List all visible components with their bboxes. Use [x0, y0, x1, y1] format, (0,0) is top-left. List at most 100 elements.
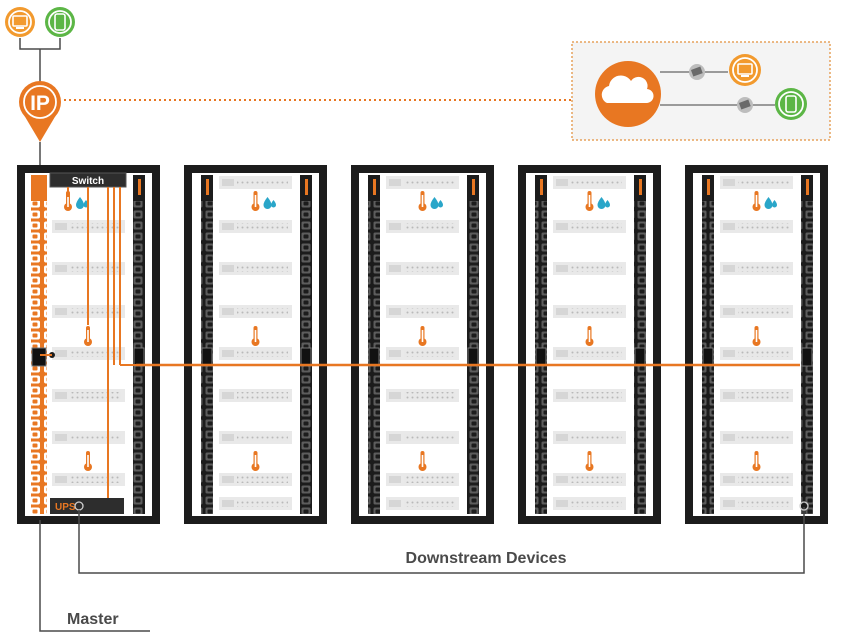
server-unit: [553, 305, 626, 318]
humidity-icon: [764, 197, 777, 209]
client-devices: [5, 7, 75, 84]
downstream-label: Downstream Devices: [406, 550, 567, 567]
server-unit: [553, 347, 626, 360]
pdu-indicator: [138, 179, 141, 195]
server-unit: [52, 347, 125, 360]
server-unit: [219, 220, 292, 233]
switch-label: Switch: [72, 176, 104, 187]
humidity-icon: [597, 197, 610, 209]
switch-cables: [40, 187, 136, 505]
server-unit: [553, 389, 626, 402]
thermometer-icon: [752, 326, 761, 346]
pdu-indicator: [37, 179, 40, 195]
pdu-controller: [702, 347, 714, 367]
cloud-panel: [571, 41, 831, 141]
server-unit: [386, 473, 459, 486]
thermometer-icon: [585, 191, 594, 211]
pdu-controller: [31, 347, 47, 367]
server-unit: [219, 431, 292, 444]
thermometer-icon: [418, 326, 427, 346]
server-unit: [52, 473, 125, 486]
rack-downstream: [685, 165, 828, 524]
port-icon: [799, 501, 809, 511]
pdu-indicator: [305, 179, 308, 195]
ups-unit: UPS: [50, 498, 124, 514]
pdu-controller: [201, 347, 213, 367]
pdu-indicator: [540, 179, 543, 195]
server-unit: [386, 220, 459, 233]
thermometer-icon: [251, 326, 260, 346]
pdu-indicator: [639, 179, 642, 195]
server-unit: [553, 431, 626, 444]
thermometer-icon: [585, 451, 594, 471]
pdu-left: [201, 175, 213, 514]
server-unit: [720, 389, 793, 402]
rack-downstream: [518, 165, 661, 524]
pdu-indicator: [707, 179, 710, 195]
pdu-left: [702, 175, 714, 514]
pdu-indicator: [806, 179, 809, 195]
monitor-icon[interactable]: [5, 7, 35, 37]
server-unit: [720, 176, 793, 189]
pdu-indicator: [472, 179, 475, 195]
gateway-icon: [689, 64, 705, 80]
pdu-right: [467, 175, 479, 514]
server-unit: [219, 389, 292, 402]
server-unit: [553, 262, 626, 275]
humidity-icon: [430, 197, 443, 209]
server-unit: [553, 220, 626, 233]
tablet-icon[interactable]: [45, 7, 75, 37]
cloud-icon: [595, 61, 661, 127]
ip-label: IP: [30, 92, 50, 115]
server-unit: [219, 305, 292, 318]
pdu-controller: [801, 347, 813, 367]
server-unit: [219, 347, 292, 360]
thermometer-icon: [752, 451, 761, 471]
server-unit: [720, 497, 793, 510]
ups-label: UPS: [55, 502, 76, 513]
server-unit: [553, 497, 626, 510]
pdu-right: [801, 175, 813, 514]
gateway-icon: [737, 97, 753, 113]
tablet-icon[interactable]: [775, 88, 807, 120]
server-unit: [219, 497, 292, 510]
ip-pin: IP: [19, 81, 61, 165]
server-unit: [52, 389, 125, 402]
server-unit: [720, 431, 793, 444]
thermometer-icon: [752, 191, 761, 211]
pdu-indicator: [206, 179, 209, 195]
thermometer-icon: [418, 191, 427, 211]
pdu-left: [535, 175, 547, 514]
server-unit: [720, 220, 793, 233]
thermometer-icon: [251, 191, 260, 211]
server-unit: [386, 176, 459, 189]
master-label: Master: [67, 611, 119, 628]
server-unit: [219, 473, 292, 486]
server-unit: [720, 347, 793, 360]
network-switch: Switch: [49, 172, 127, 188]
server-unit: [720, 262, 793, 275]
rack-downstream: [184, 165, 327, 524]
server-unit: [720, 473, 793, 486]
server-unit: [386, 497, 459, 510]
pdu-controller: [300, 347, 312, 367]
humidity-icon: [263, 197, 276, 209]
thermometer-icon: [84, 451, 92, 471]
server-unit: [720, 305, 793, 318]
server-unit: [386, 431, 459, 444]
master-bracket: Master: [39, 520, 150, 632]
pdu-controller: [133, 347, 145, 367]
pdu-left: [368, 175, 380, 514]
thermometer-icon: [585, 326, 594, 346]
server-unit: [386, 262, 459, 275]
pdu-controller: [634, 347, 646, 367]
pdu-right: [133, 175, 145, 514]
server-unit: [52, 431, 125, 444]
monitor-icon[interactable]: [729, 54, 761, 86]
client-connector: [19, 38, 61, 50]
pdu-left: [31, 175, 47, 514]
thermometer-icon: [418, 451, 427, 471]
server-unit: [219, 262, 292, 275]
pdu-controller: [467, 347, 479, 367]
